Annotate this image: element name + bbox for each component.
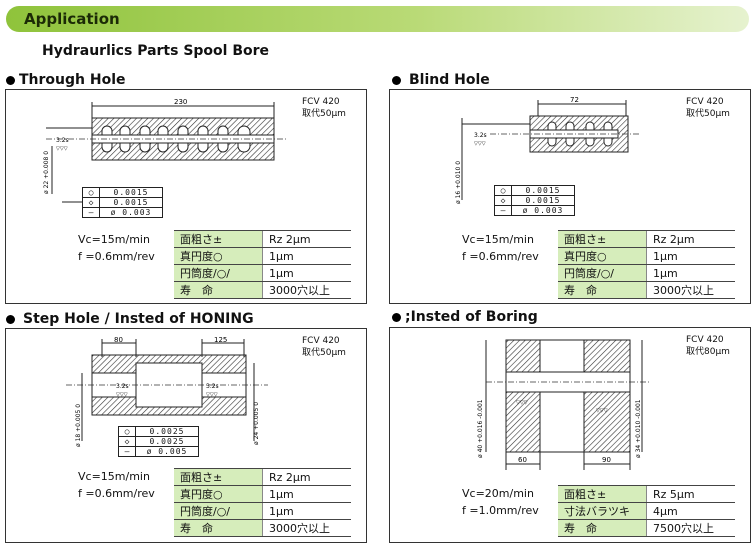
section-title-blind-hole: Blind Hole xyxy=(392,72,490,88)
banner-title: Application xyxy=(24,10,120,28)
section-title-through-hole: Through Hole xyxy=(6,72,126,88)
svg-text:▽▽▽: ▽▽▽ xyxy=(116,392,128,398)
panel-blind-hole: 72 3.2s ▽▽▽ ø 16 +0.010 0 ○0.0015 ◇0.001… xyxy=(389,89,751,304)
table-row: 円筒度/○/1μm xyxy=(558,264,735,282)
panel-through-hole: 230 3.2s ▽▽▽ ø 22 +0.008 0 ○0.0015 ◇0.00… xyxy=(5,89,367,304)
svg-text:3.2s: 3.2s xyxy=(206,383,219,390)
straightness-icon: — xyxy=(118,446,136,457)
table-row: 真円度○1μm xyxy=(558,247,735,265)
tolerance-box: ○0.0015 ◇0.0015 —ø 0.003 xyxy=(82,187,163,218)
table-row: 面粗さ±Rz 2μm xyxy=(558,230,735,248)
table-row: 真円度○1μm xyxy=(174,485,351,503)
svg-text:▽▽▽: ▽▽▽ xyxy=(516,400,528,406)
svg-text:▽▽▽: ▽▽▽ xyxy=(596,408,608,414)
roundness-icon: ○ xyxy=(118,426,136,437)
svg-text:72: 72 xyxy=(570,96,579,104)
cylindricity-icon: ◇ xyxy=(494,195,512,206)
panel-boring: ▽▽▽ ▽▽▽ 60 90 ø 40 +0.016 -0.001 ø 34 +0… xyxy=(389,327,751,543)
svg-text:▽▽▽: ▽▽▽ xyxy=(206,392,218,398)
svg-text:ø 34 +0.010 -0.001: ø 34 +0.010 -0.001 xyxy=(635,399,642,458)
table-row: 円筒度/○/1μm xyxy=(174,502,351,520)
through-hole-drawing: 230 3.2s ▽▽▽ ø 22 +0.008 0 xyxy=(43,98,286,203)
tolerance-box: ○0.0015 ◇0.0015 —ø 0.003 xyxy=(494,185,575,216)
roundness-icon: ○ xyxy=(82,187,100,198)
table-row: 面粗さ±Rz 5μm xyxy=(558,485,735,503)
svg-text:ø 40 +0.016 -0.001: ø 40 +0.016 -0.001 xyxy=(477,399,484,458)
svg-text:3.2s: 3.2s xyxy=(56,137,69,144)
bullet-icon xyxy=(6,314,15,324)
svg-text:ø 16 +0.010 0: ø 16 +0.010 0 xyxy=(455,161,462,204)
cylindricity-icon: ◇ xyxy=(82,197,100,208)
step-hole-drawing: 80 125 3.2s ▽▽▽ 3.2s ▽▽▽ ø 18 +0.005 0 ø… xyxy=(66,336,268,447)
table-row: 円筒度/○/1μm xyxy=(174,264,351,282)
straightness-icon: — xyxy=(82,207,100,218)
roundness-icon: ○ xyxy=(494,185,512,196)
svg-text:80: 80 xyxy=(114,336,123,344)
svg-text:▽▽▽: ▽▽▽ xyxy=(474,141,486,147)
boring-drawing: ▽▽▽ ▽▽▽ 60 90 ø 40 +0.016 -0.001 ø 34 +0… xyxy=(477,339,650,470)
table-row: 面粗さ±Rz 2μm xyxy=(174,468,351,486)
dim-length: 230 xyxy=(174,98,187,106)
bullet-icon xyxy=(392,312,401,322)
tolerance-box: ○0.0025 ◇0.0025 —ø 0.005 xyxy=(118,426,199,457)
section-title-boring: ;Insted of Boring xyxy=(392,309,538,325)
bullet-icon xyxy=(6,75,15,85)
svg-text:60: 60 xyxy=(518,456,527,464)
svg-text:3.2s: 3.2s xyxy=(474,132,487,139)
svg-text:125: 125 xyxy=(214,336,227,344)
section-title-step-hole: Step Hole / Insted of HONING xyxy=(6,311,254,327)
application-banner: Application xyxy=(6,6,749,32)
blind-hole-drawing: 72 3.2s ▽▽▽ ø 16 +0.010 0 xyxy=(455,96,640,204)
svg-text:90: 90 xyxy=(602,456,611,464)
bullet-icon xyxy=(392,75,401,85)
svg-text:▽▽▽: ▽▽▽ xyxy=(56,146,68,152)
svg-text:ø 18 +0.005 0: ø 18 +0.005 0 xyxy=(75,404,82,447)
svg-text:3.2s: 3.2s xyxy=(116,383,129,390)
cylindricity-icon: ◇ xyxy=(118,436,136,447)
panel-step-hole: 80 125 3.2s ▽▽▽ 3.2s ▽▽▽ ø 18 +0.005 0 ø… xyxy=(5,328,367,543)
svg-text:ø 22 +0.008 0: ø 22 +0.008 0 xyxy=(43,151,50,194)
table-row: 真円度○1μm xyxy=(174,247,351,265)
page-subtitle: Hydraurlics Parts Spool Bore xyxy=(42,43,270,59)
straightness-icon: — xyxy=(494,205,512,216)
svg-text:ø 24 +0.005 0: ø 24 +0.005 0 xyxy=(253,402,260,445)
table-row: 面粗さ±Rz 2μm xyxy=(174,230,351,248)
